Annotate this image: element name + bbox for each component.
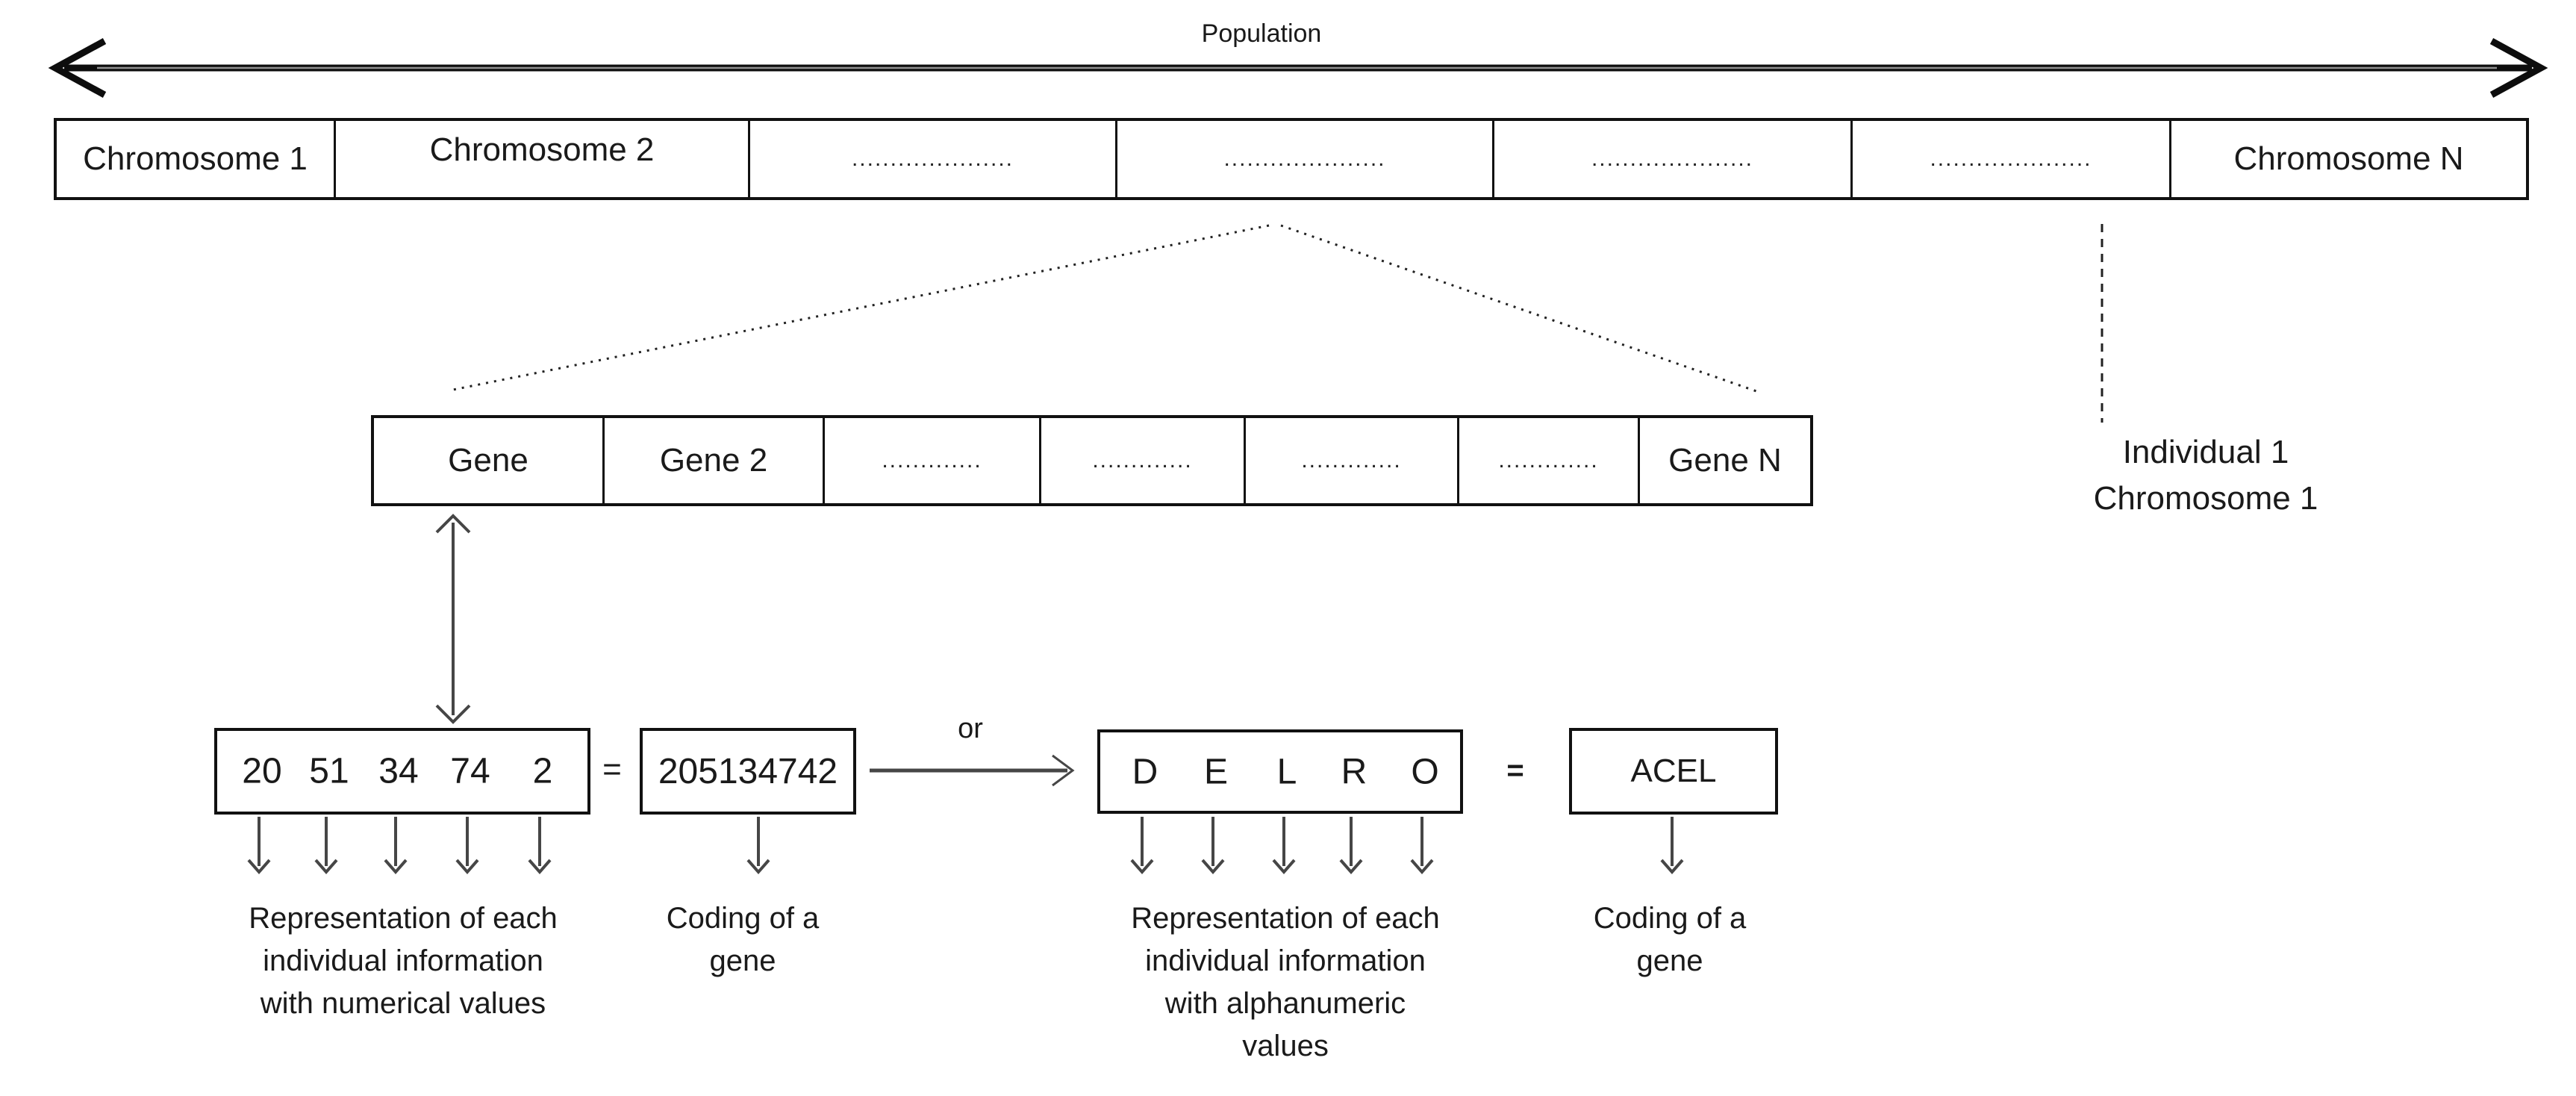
individual-line: Individual 1 <box>2122 434 2289 470</box>
caption-line: Coding of a <box>1593 902 1747 935</box>
or-label: or <box>958 713 983 744</box>
alpha-value: O <box>1411 752 1439 791</box>
caption-line: with alphanumeric <box>1164 987 1406 1020</box>
expansion-dotted-line-right <box>1280 224 1757 393</box>
equals-sign-alpha: = <box>1506 754 1524 787</box>
alpha-representation-caption: Representation of each individual inform… <box>1131 897 1440 1068</box>
population-span-arrow <box>48 38 2548 98</box>
or-arrow <box>870 754 1075 787</box>
gene-cell-4: ............. <box>1039 418 1244 503</box>
chromosome-ellipsis: ..................... <box>1930 146 2092 171</box>
alpha-value: L <box>1276 752 1297 791</box>
chromosome-cell-5: ..................... <box>1492 121 1850 197</box>
caption-line: Representation of each <box>1131 902 1440 935</box>
chromosome-line: Chromosome 1 <box>2093 480 2318 517</box>
gene-label: Gene <box>448 442 528 479</box>
chromosome-ellipsis: ..................... <box>851 146 1014 171</box>
alpha-coding-caption: Coding of a gene <box>1594 897 1747 983</box>
chromosome-cell-4: ..................... <box>1115 121 1492 197</box>
numeric-value-down-arrows <box>247 817 552 875</box>
chromosome-cell-6: ..................... <box>1850 121 2169 197</box>
alpha-value: D <box>1132 752 1158 791</box>
numeric-coded-down-arrow <box>746 817 770 875</box>
chromosome-strip: Chromosome 1 Chromosome 2 ..............… <box>54 118 2529 200</box>
alpha-coded-value: ACEL <box>1630 753 1717 789</box>
chromosome-2-label: Chromosome 2 <box>429 131 655 168</box>
numeric-value: 2 <box>532 751 553 791</box>
gene-strip: Gene Gene 2 ............. ............. … <box>371 415 1813 506</box>
numeric-representation-caption: Representation of each individual inform… <box>249 897 558 1025</box>
chromosome-cell-2: Chromosome 2 <box>334 121 748 197</box>
chromosome-1-label: Chromosome 1 <box>83 140 308 177</box>
caption-line: gene <box>1636 944 1703 977</box>
alpha-value: E <box>1203 752 1229 791</box>
alpha-coded-down-arrow <box>1660 817 1684 875</box>
caption-line: Representation of each <box>249 902 558 935</box>
chromosome-n-label: Chromosome N <box>2233 140 2464 177</box>
equals-sign-numeric: = <box>602 751 622 788</box>
gene-cell-6: ............. <box>1457 418 1638 503</box>
gene-cell-n: Gene N <box>1638 418 1810 503</box>
chromosome-cell-3: ..................... <box>748 121 1115 197</box>
gene-2-label: Gene 2 <box>659 442 768 479</box>
numeric-coding-caption: Coding of a gene <box>667 897 820 983</box>
gene-cell-1: Gene <box>374 418 602 503</box>
caption-line: individual information <box>1145 944 1426 977</box>
population-label: Population <box>1201 19 1322 48</box>
gene-ellipsis: ............. <box>1092 448 1193 473</box>
numeric-values-box: 20 51 34 74 2 <box>214 728 590 815</box>
numeric-value: 34 <box>378 751 419 791</box>
numeric-coded-gene-box: 205134742 <box>640 728 856 815</box>
caption-line: individual information <box>263 944 543 977</box>
gene-n-label: Gene N <box>1668 442 1782 479</box>
numeric-coded-value: 205134742 <box>658 751 838 791</box>
caption-line: Coding of a <box>666 902 820 935</box>
alpha-coded-gene-box: ACEL <box>1569 728 1778 815</box>
chromosome-cell-1: Chromosome 1 <box>57 121 334 197</box>
chromosome-ellipsis: ..................... <box>1223 146 1386 171</box>
gene-ellipsis: ............. <box>1498 448 1599 473</box>
gene-ellipsis: ............. <box>882 448 982 473</box>
numeric-value: 20 <box>242 751 282 791</box>
caption-line: gene <box>709 944 776 977</box>
chromosome-cell-n: Chromosome N <box>2169 121 2526 197</box>
gene-cell-3: ............. <box>823 418 1039 503</box>
numeric-value: 51 <box>309 751 349 791</box>
caption-line: with numerical values <box>260 987 546 1020</box>
caption-line: values <box>1242 1030 1329 1062</box>
gene-cell-2: Gene 2 <box>602 418 823 503</box>
expansion-dotted-line-left <box>452 224 1270 391</box>
individual-callout-label: Individual 1 Chromosome 1 <box>2094 429 2318 522</box>
numeric-value: 74 <box>450 751 490 791</box>
alpha-values-box: D E L R O <box>1097 729 1463 814</box>
alpha-value-down-arrows <box>1130 817 1434 875</box>
gene-ellipsis: ............. <box>1301 448 1402 473</box>
gene-cell-5: ............. <box>1244 418 1457 503</box>
alpha-value: R <box>1341 752 1367 791</box>
chromosome-ellipsis: ..................... <box>1591 146 1754 171</box>
gene-detail-double-arrow <box>435 514 471 724</box>
